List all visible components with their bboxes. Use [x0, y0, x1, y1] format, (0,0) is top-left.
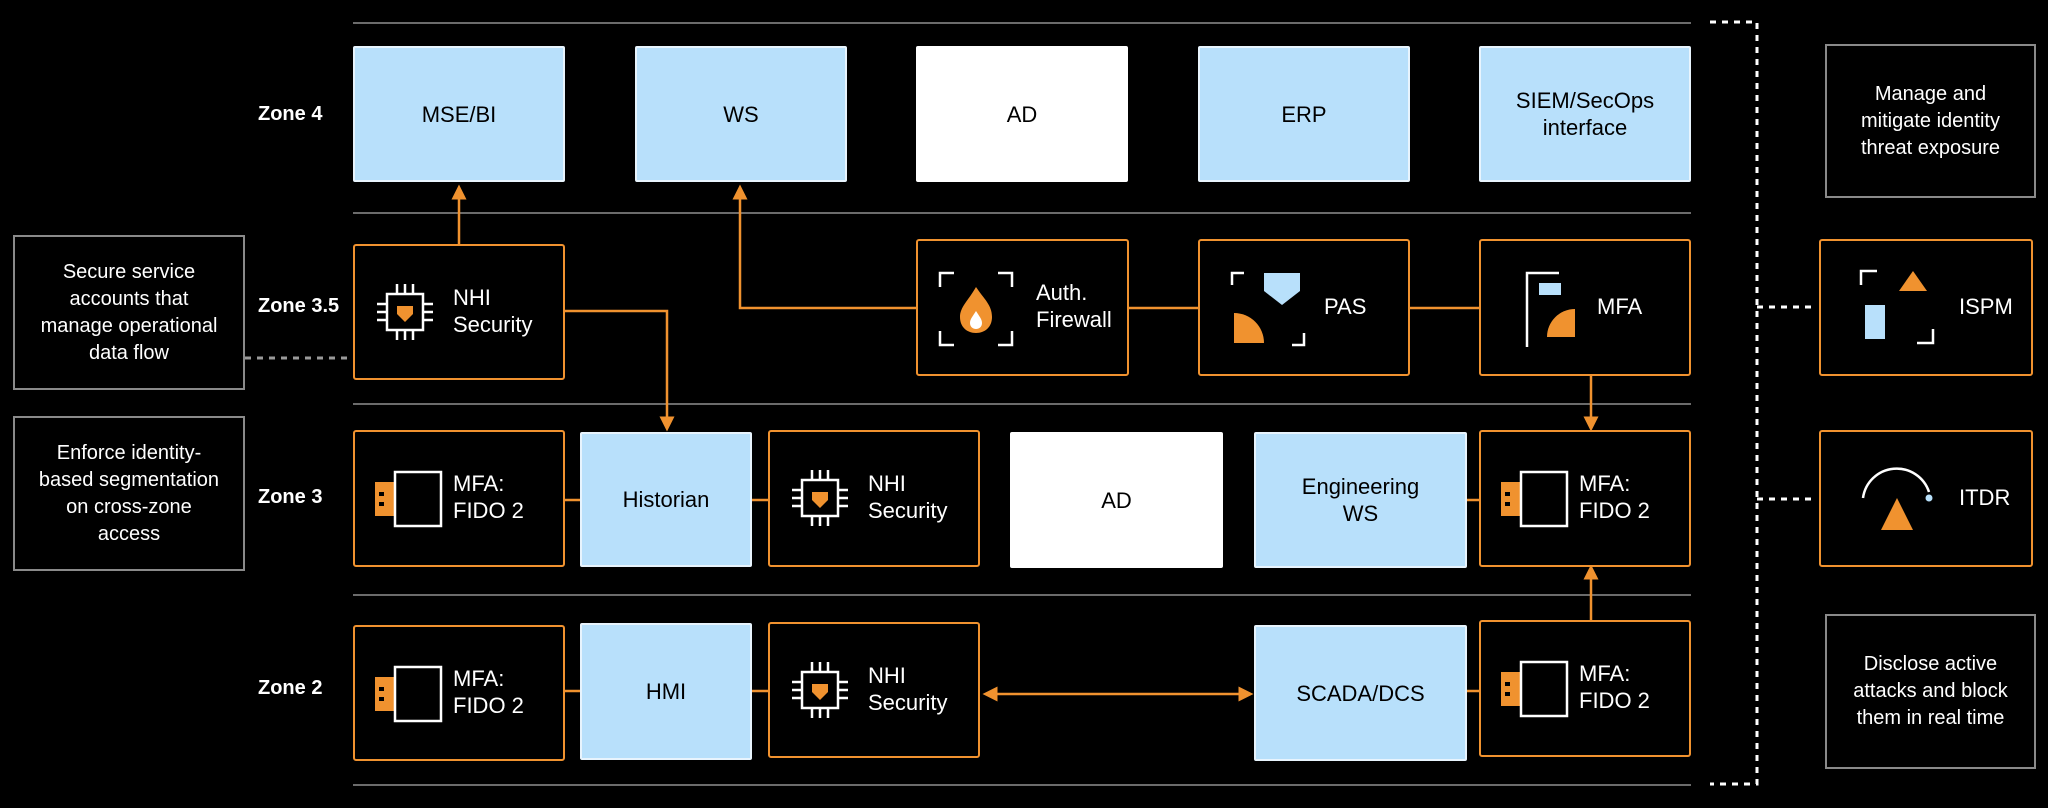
ispm-icon: [1859, 269, 1935, 345]
nhi-security-node-zone35: NHI Security: [353, 244, 565, 380]
scada-dcs-label: SCADA/DCS: [1296, 680, 1425, 706]
mfa-fido2-node-zone3-right: MFA: FIDO 2: [1479, 430, 1691, 567]
scada-dcs-node: SCADA/DCS: [1254, 625, 1467, 761]
firewall-icon: [938, 271, 1014, 347]
siem-label: SIEM/SecOps interface: [1515, 88, 1655, 140]
enforce-identity-note: Enforce identity- based segmentation on …: [13, 416, 245, 571]
chip-shield-icon: [792, 470, 848, 526]
zone-4-label: Zone 4: [258, 103, 323, 125]
auth-firewall-node: Auth. Firewall: [916, 239, 1129, 376]
nhi-security-node-zone2: NHI Security: [768, 622, 980, 758]
security-key-icon: [1501, 470, 1569, 528]
ad-label: AD: [1101, 487, 1132, 513]
pas-icon: [1230, 271, 1306, 347]
mfa-fido2-label: MFA: FIDO 2: [453, 471, 524, 523]
security-key-icon: [1501, 660, 1569, 718]
ispm-node: ISPM: [1819, 239, 2033, 376]
zone-divider: [353, 403, 1691, 405]
hmi-label: HMI: [645, 679, 687, 704]
historian-label: Historian: [622, 487, 710, 512]
arrow-nhi-to-historian: [565, 309, 675, 432]
nhi-security-label: NHI Security: [453, 285, 533, 337]
chip-shield-icon: [792, 662, 848, 718]
zone-3-5-label: Zone 3.5: [258, 295, 340, 317]
ad-node-zone3: AD: [1010, 432, 1223, 568]
zone-divider: [353, 784, 1691, 786]
ad-node-zone4: AD: [916, 46, 1128, 182]
nhi-security-label: NHI Security: [868, 663, 948, 715]
mfa-icon: [1525, 271, 1575, 347]
mse-bi-label: MSE/BI: [421, 101, 497, 127]
auth-firewall-label: Auth. Firewall: [1036, 280, 1112, 332]
mfa-fido2-label: MFA: FIDO 2: [1579, 661, 1650, 713]
security-key-icon: [375, 470, 443, 528]
erp-node: ERP: [1198, 46, 1410, 182]
dashed-right-bracket: [1710, 20, 1759, 786]
mse-bi-node: MSE/BI: [353, 46, 565, 182]
mfa-node-zone35: MFA: [1479, 239, 1691, 376]
secure-service-note: Secure service accounts that manage oper…: [13, 235, 245, 390]
ad-label: AD: [1006, 101, 1038, 127]
historian-node: Historian: [580, 432, 752, 567]
nhi-security-node-zone3: NHI Security: [768, 430, 980, 567]
zone-divider: [353, 212, 1691, 214]
zone-divider: [353, 594, 1691, 596]
mfa-fido2-node-zone2-right: MFA: FIDO 2: [1479, 620, 1691, 757]
chip-shield-icon: [377, 284, 433, 340]
engineering-ws-label: Engineering WS: [1301, 474, 1420, 526]
ispm-label: ISPM: [1959, 294, 2013, 319]
itdr-icon: [1861, 467, 1933, 530]
pas-node: PAS: [1198, 239, 1410, 376]
zone-3-label: Zone 3: [258, 486, 323, 508]
itdr-label: ITDR: [1959, 485, 2011, 510]
hmi-node: HMI: [580, 623, 752, 760]
mfa-fido2-label: MFA: FIDO 2: [453, 666, 524, 718]
ws-node: WS: [635, 46, 847, 182]
zone-2-label: Zone 2: [258, 677, 323, 699]
mfa-label: MFA: [1597, 294, 1643, 319]
pas-label: PAS: [1324, 294, 1367, 319]
security-key-icon: [375, 665, 443, 723]
disclose-attacks-note: Disclose active attacks and block them i…: [1825, 614, 2036, 769]
itdr-node: ITDR: [1819, 430, 2033, 567]
engineering-ws-node: Engineering WS: [1254, 432, 1467, 568]
erp-label: ERP: [1281, 101, 1327, 127]
manage-threat-note: Manage and mitigate identity threat expo…: [1825, 44, 2036, 198]
mfa-fido2-label: MFA: FIDO 2: [1579, 471, 1650, 523]
zone-divider: [353, 22, 1691, 24]
nhi-security-label: NHI Security: [868, 471, 948, 523]
siem-secops-node: SIEM/SecOps interface: [1479, 46, 1691, 182]
arrow-firewall-to-ws: [732, 184, 918, 310]
ws-label: WS: [723, 101, 759, 127]
mfa-fido2-node-zone2-left: MFA: FIDO 2: [353, 625, 565, 761]
mfa-fido2-node-zone3-left: MFA: FIDO 2: [353, 430, 565, 567]
